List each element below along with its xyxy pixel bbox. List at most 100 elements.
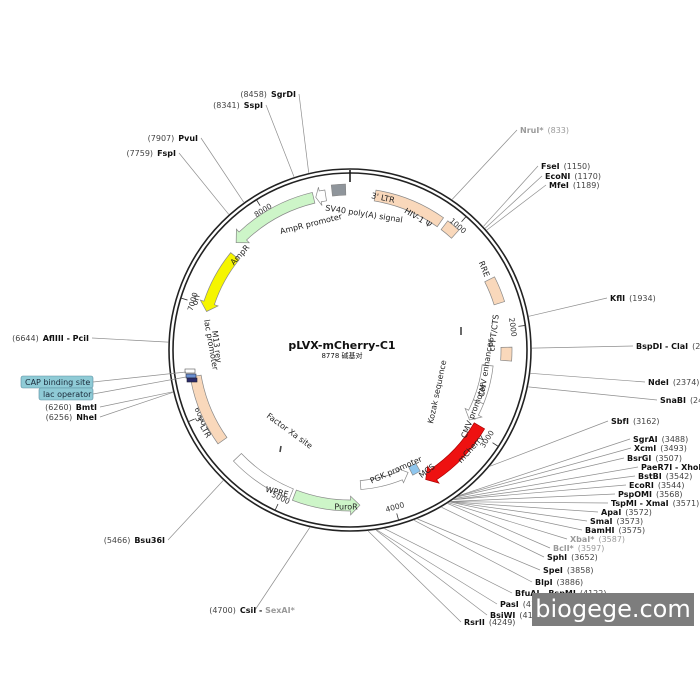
- enzyme-ecori[interactable]: EcoRI(3544): [629, 481, 684, 490]
- enzyme-apai[interactable]: ApaI(3572): [601, 508, 652, 517]
- enzyme-labels: NruI*(833) FseI(1150)EcoNI (1170)MfeI(1189…: [12, 90, 700, 627]
- enzyme-leader: [450, 501, 583, 531]
- enzyme-leader: [91, 337, 169, 343]
- enzyme-name: NdeI: [648, 378, 669, 387]
- enzyme-leader: [200, 137, 244, 203]
- enzyme-xcmi[interactable]: XcmI(3493): [634, 444, 687, 453]
- svg-text:SphI(3652): SphI(3652): [547, 553, 598, 562]
- enzyme-sphi[interactable]: SphI(3652): [547, 553, 598, 562]
- svg-text:BspDI - ClaI(2180): BspDI - ClaI(2180): [636, 342, 700, 351]
- enzyme-pspomi[interactable]: PspOMI(3568): [618, 490, 683, 499]
- enzyme-nrui[interactable]: NruI*(833): [520, 126, 569, 135]
- enzyme-bmti[interactable]: (6260)BmtI: [45, 403, 97, 412]
- enzyme-name: RsrII: [464, 618, 485, 627]
- enzyme-position: (2374): [673, 378, 700, 387]
- enzyme-position: (3572): [625, 508, 652, 517]
- enzyme-csii[interactable]: (4700)CsiI - SexAI*: [209, 606, 295, 615]
- enzyme-name: BsrGI: [627, 454, 651, 463]
- enzyme-econi[interactable]: EcoNI (1170): [545, 172, 601, 181]
- enzyme-leader: [451, 129, 518, 200]
- plasmid-size: 8778 碱基对: [321, 351, 362, 360]
- enzyme-bsu36i[interactable]: (5466)Bsu36I: [104, 536, 165, 545]
- enzyme-position: (3587): [598, 535, 625, 544]
- tick-1000: [461, 216, 467, 222]
- svg-text:SnaBI(2480): SnaBI(2480): [660, 396, 700, 405]
- enzyme-position: (7907): [148, 134, 175, 143]
- enzyme-name: SgrAI: [633, 435, 658, 444]
- enzyme-paer7i-xhoi[interactable]: PaeR7I - XhoI(3528): [641, 463, 700, 472]
- enzyme-position: (3573): [616, 517, 643, 526]
- enzyme-mfei[interactable]: MfeI(1189): [549, 181, 599, 190]
- enzyme-afliii-pcii[interactable]: (6644)AflIII - PciI: [12, 334, 89, 343]
- feature-label-cppt: cPPT/CTS: [487, 314, 500, 352]
- enzyme-sspi[interactable]: (8341)SspI: [213, 101, 263, 110]
- feature-cmv-pro: [464, 399, 485, 421]
- enzyme-leader: [375, 529, 488, 616]
- enzyme-name: Bsu36I: [134, 536, 165, 545]
- enzyme-name: SbfI: [611, 417, 629, 426]
- enzyme-sgrdi[interactable]: (8458)SgrDI: [240, 90, 296, 99]
- enzyme-leader: [484, 175, 543, 229]
- enzyme-name: SnaBI: [660, 396, 686, 405]
- enzyme-position: (1170): [574, 172, 601, 181]
- enzyme-position: (7759): [126, 149, 153, 158]
- enzyme-position: (3597): [578, 544, 605, 553]
- enzyme-name: EcoNI: [545, 172, 570, 181]
- enzyme-position: (4700): [209, 606, 236, 615]
- enzyme-kfli[interactable]: KflI(1934): [610, 294, 656, 303]
- enzyme-smai[interactable]: SmaI(3573): [590, 517, 643, 526]
- cap-binding-site-tag: CAP binding site: [20, 375, 94, 389]
- enzyme-rsrii[interactable]: RsrII(4249): [464, 618, 515, 627]
- enzyme-position: (3652): [571, 553, 598, 562]
- enzyme-leader: [376, 529, 498, 605]
- enzyme-xbai[interactable]: XbaI*(3587): [570, 535, 625, 544]
- enzyme-bcli[interactable]: BclI*(3597): [553, 544, 604, 553]
- feature-ori: [199, 252, 240, 312]
- enzyme-leader: [448, 502, 568, 540]
- enzyme-name: FspI: [157, 149, 176, 158]
- svg-text:SmaI(3573): SmaI(3573): [590, 517, 643, 526]
- enzyme-leader: [531, 345, 634, 349]
- svg-text:ApaI(3572): ApaI(3572): [601, 508, 652, 517]
- enzyme-leader: [459, 438, 631, 496]
- enzyme-sbfi[interactable]: SbfI(3162): [611, 417, 660, 426]
- enzyme-name: BstBI: [638, 472, 662, 481]
- enzyme-name: SpeI: [543, 566, 563, 575]
- enzyme-name: NruI*: [520, 126, 544, 135]
- enzyme-leader: [99, 391, 174, 418]
- enzyme-blpi[interactable]: BlpI(3886): [535, 578, 583, 587]
- tick-label-4000: 4000: [385, 500, 406, 514]
- enzyme-spei[interactable]: SpeI(3858): [543, 566, 594, 575]
- feature-pgk: [359, 467, 409, 490]
- enzyme-nhei[interactable]: (6256)NheI: [46, 413, 97, 422]
- enzyme-tspmi-xmai[interactable]: TspMI - XmaI(3571): [611, 499, 699, 508]
- feature-arrows: [189, 183, 513, 516]
- enzyme-sgrai[interactable]: SgrAI (3488): [633, 435, 688, 444]
- enzyme-position: (3488): [662, 435, 689, 444]
- backbone-outer-circle: [168, 168, 532, 532]
- cap-site-leader: [92, 371, 187, 383]
- enzyme-name: PasI: [500, 600, 519, 609]
- enzyme-bamhi[interactable]: BamHI(3575): [585, 526, 645, 535]
- enzyme-snabi[interactable]: SnaBI(2480): [660, 396, 700, 405]
- enzyme-bspdi-clai[interactable]: BspDI - ClaI(2180): [636, 342, 700, 351]
- enzyme-pvui[interactable]: (7907)PvuI: [148, 134, 198, 143]
- enzyme-bstbi[interactable]: BstBI(3542): [638, 472, 692, 481]
- enzyme-name: SgrDI: [271, 90, 296, 99]
- svg-text:BclI*(3597): BclI*(3597): [553, 544, 604, 553]
- enzyme-name: CsiI -: [240, 606, 265, 615]
- enzyme-leader: [450, 501, 599, 513]
- feature-mcs: [408, 462, 421, 476]
- enzyme-bsrgi[interactable]: BsrGI(3507): [627, 454, 682, 463]
- enzyme-ndei[interactable]: NdeI (2374): [648, 378, 699, 387]
- enzyme-fsei[interactable]: FseI(1150): [541, 162, 590, 171]
- feature-wpre: [232, 452, 294, 500]
- enzyme-leader: [450, 501, 588, 522]
- tick-5000: [274, 503, 279, 511]
- enzyme-fspi[interactable]: (7759) FspI: [126, 149, 176, 158]
- feature-cppt: [500, 346, 513, 362]
- svg-text:SbfI(3162): SbfI(3162): [611, 417, 660, 426]
- enzyme-leader: [528, 386, 658, 401]
- feature-label-puro: PuroR: [334, 503, 358, 512]
